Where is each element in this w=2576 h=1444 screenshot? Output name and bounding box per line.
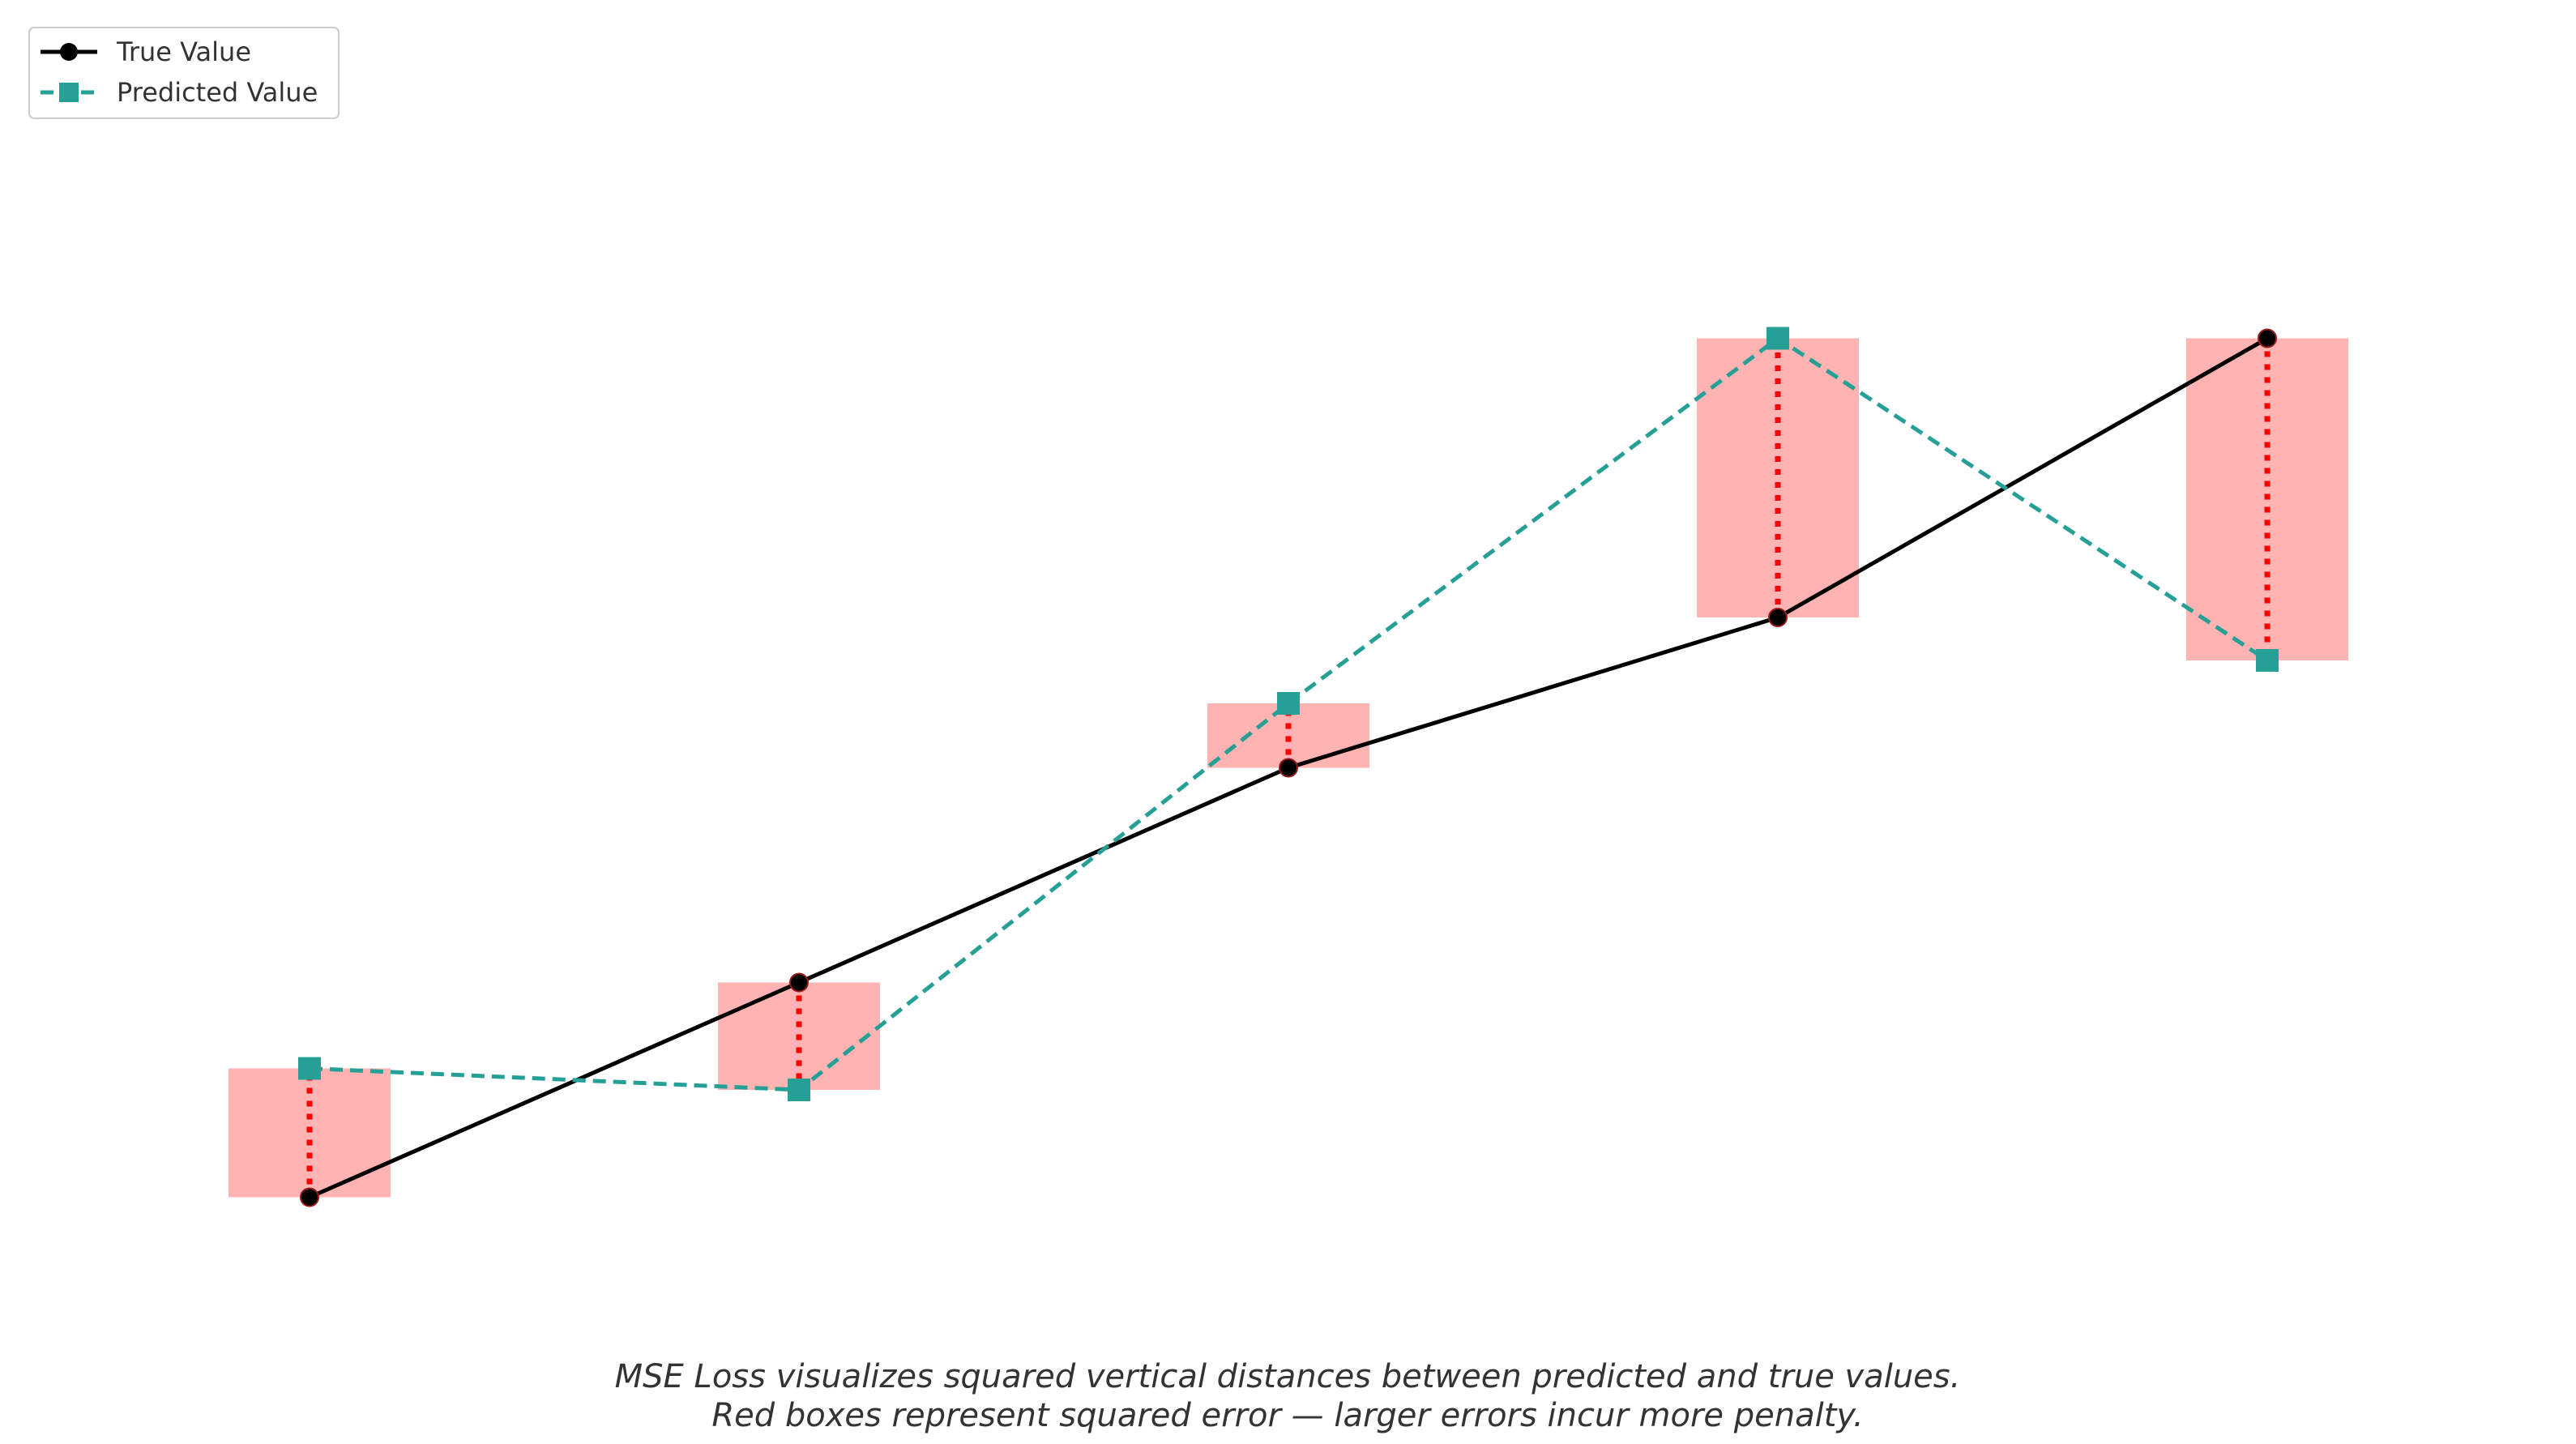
legend-frame [28, 27, 340, 119]
marker-predicted-value-4 [1766, 327, 1789, 350]
legend-entry-true-value: True Value [41, 36, 251, 67]
legend-label-predicted-value: Predicted Value [117, 77, 318, 108]
marker-true-value-1 [300, 1187, 319, 1207]
marker-predicted-value-3 [1277, 692, 1300, 715]
marker-true-value-3 [1279, 758, 1298, 778]
caption-line-1: MSE Loss visualizes squared vertical dis… [615, 1358, 1961, 1395]
legend-true-value-marker-swatch [60, 43, 78, 61]
marker-true-value-4 [1768, 608, 1788, 627]
legend: True Value Predicted Value [28, 27, 340, 119]
series-markers [298, 327, 2279, 1207]
marker-predicted-value-5 [2256, 649, 2279, 672]
marker-predicted-value-1 [298, 1057, 321, 1080]
marker-true-value-5 [2258, 328, 2277, 348]
series-line-predicted-value [309, 336, 2269, 1092]
legend-label-true-value: True Value [116, 36, 251, 67]
error-box-4 [1697, 338, 1859, 617]
caption-line-2: Red boxes represent squared error — larg… [711, 1397, 1863, 1434]
legend-predicted-value-marker-swatch [59, 83, 79, 102]
caption: MSE Loss visualizes squared vertical dis… [615, 1358, 1961, 1434]
marker-true-value-2 [789, 972, 809, 993]
marker-predicted-value-2 [788, 1079, 810, 1101]
error-box-1 [229, 1068, 391, 1198]
legend-entry-predicted-value: Predicted Value [41, 77, 318, 108]
